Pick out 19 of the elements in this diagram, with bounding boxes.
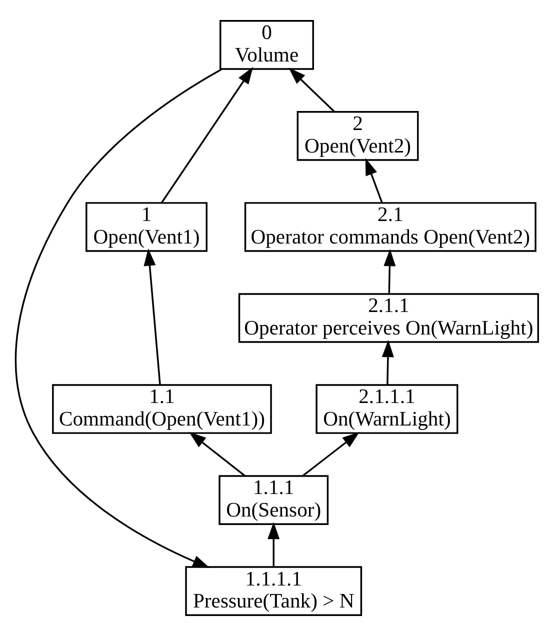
arrow <box>384 248 396 294</box>
arrow <box>382 340 394 385</box>
arrow <box>144 248 161 385</box>
node-box: 0 Volume <box>220 20 314 70</box>
arrow <box>14 68 222 568</box>
node-box: 1.1.1 On(Sensor) <box>218 475 329 525</box>
node-box: 1 Open(Vent1) <box>86 202 208 252</box>
node-box: 2.1.1.1 On(WarnLight) <box>316 384 458 434</box>
arrow <box>288 68 335 112</box>
arrow <box>365 158 383 203</box>
node-box: 2.1 Operator commands Open(Vent2) <box>244 202 536 252</box>
arrow <box>188 432 246 476</box>
node-box: 1.1 Command(Open(Vent1)) <box>52 384 272 434</box>
arrow <box>302 432 360 476</box>
node-box: 2.1.1 Operator perceives On(WarnLight) <box>238 293 539 343</box>
node-box: 2 Open(Vent2) <box>296 111 419 161</box>
arrow <box>161 66 254 204</box>
node-box: 1.1.1.1 Pressure(Tank) > N <box>185 566 362 616</box>
arrow <box>268 522 280 567</box>
